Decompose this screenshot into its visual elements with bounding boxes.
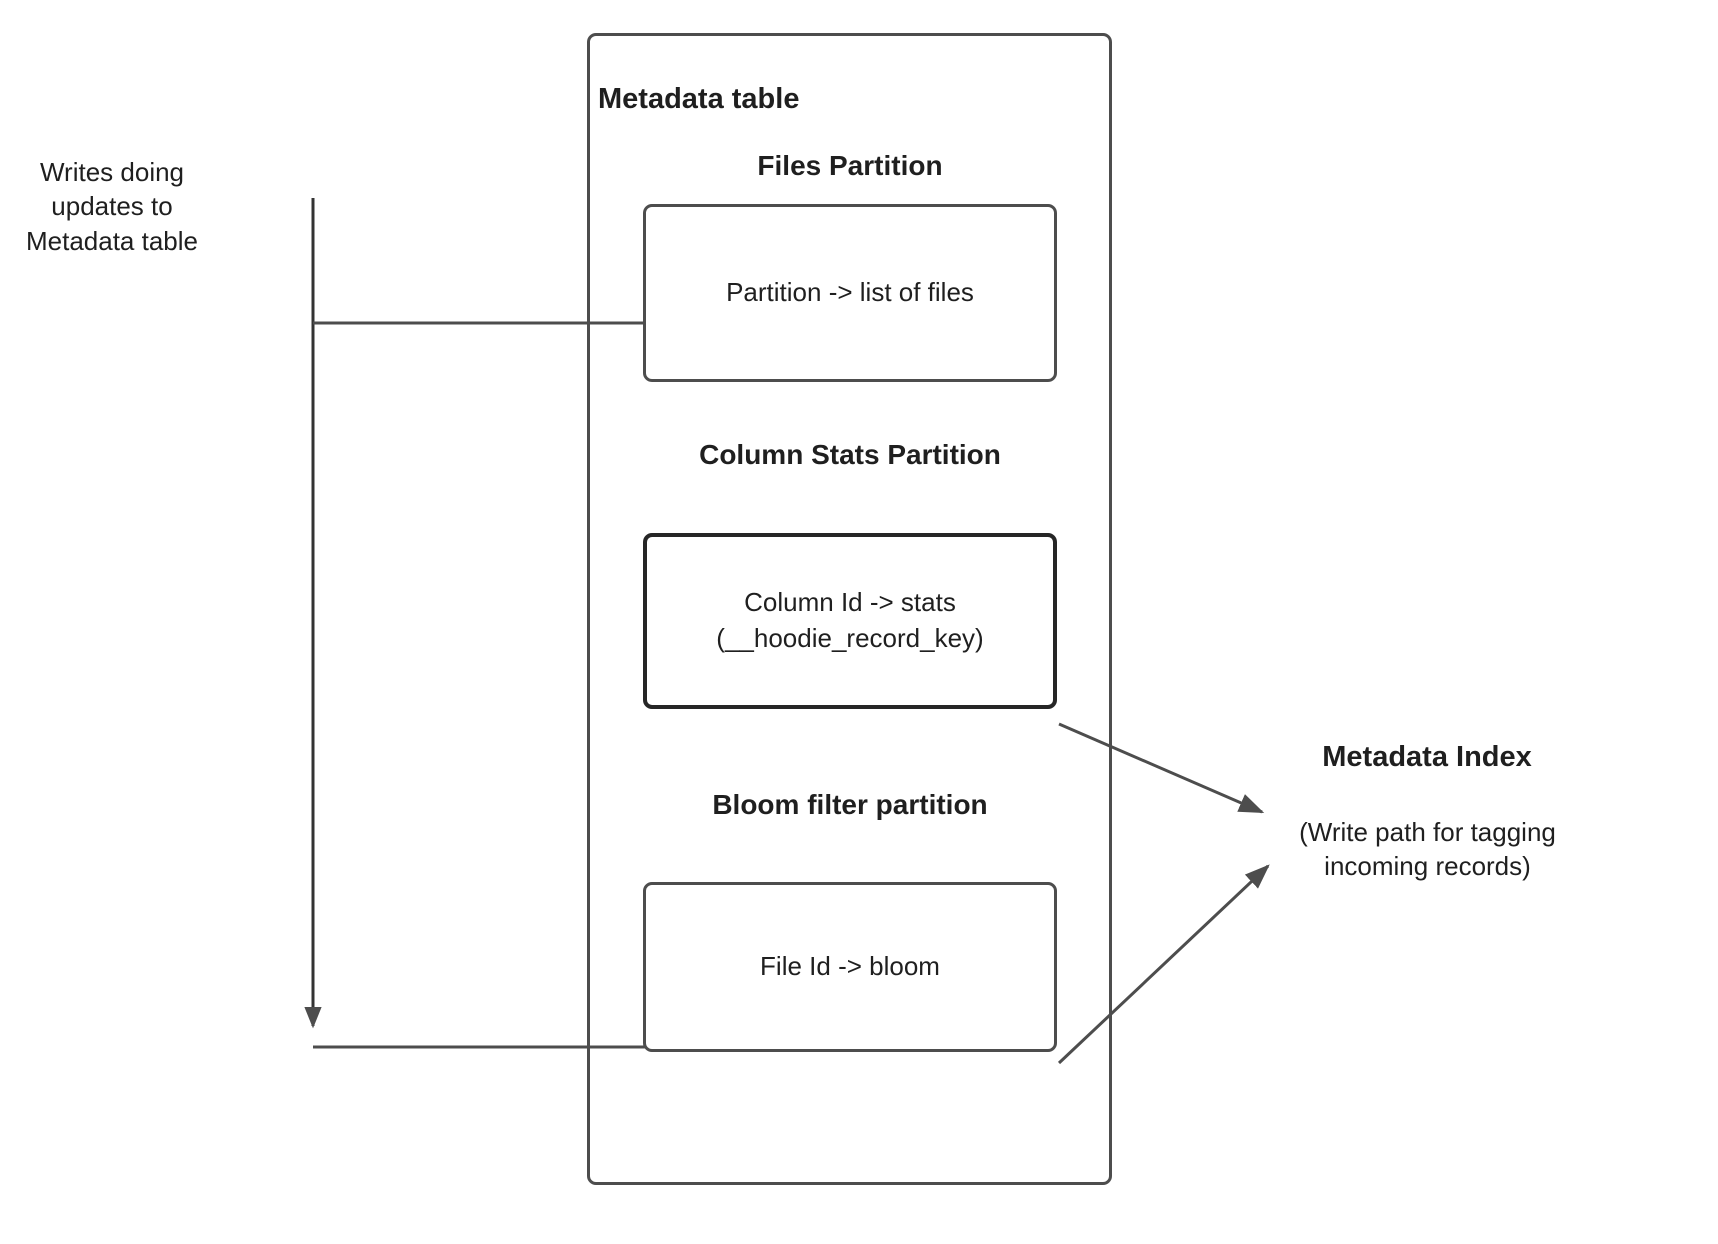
bloom-filter-partition-box: File Id -> bloom: [643, 882, 1057, 1052]
metadata-index-title: Metadata Index: [1322, 741, 1532, 773]
column-stats-partition-box: Column Id -> stats (__hoodie_record_key): [643, 533, 1057, 709]
files-partition-box-text: Partition -> list of files: [726, 277, 974, 308]
bloom-to-index-arrow: [1057, 864, 1270, 1065]
writes-updates-caption: Writes doing updates to Metadata table: [25, 157, 198, 256]
bloom-filter-partition-box-text: File Id -> bloom: [760, 951, 940, 982]
metadata-index-note: (Write path for tagging incoming records…: [1299, 817, 1556, 882]
bloom-filter-partition-heading: Bloom filter partition: [712, 789, 988, 820]
column-stats-partition-box-text: Column Id -> stats (__hoodie_record_key): [716, 587, 984, 653]
files-partition-heading: Files Partition: [757, 150, 943, 181]
column-stats-partition-heading: Column Stats Partition: [699, 439, 1001, 470]
metadata-table-container: [587, 33, 1112, 1185]
metadata-table-title: Metadata table: [598, 83, 800, 115]
colstats-to-index-arrow: [1058, 722, 1265, 814]
files-partition-box: Partition -> list of files: [643, 204, 1057, 382]
